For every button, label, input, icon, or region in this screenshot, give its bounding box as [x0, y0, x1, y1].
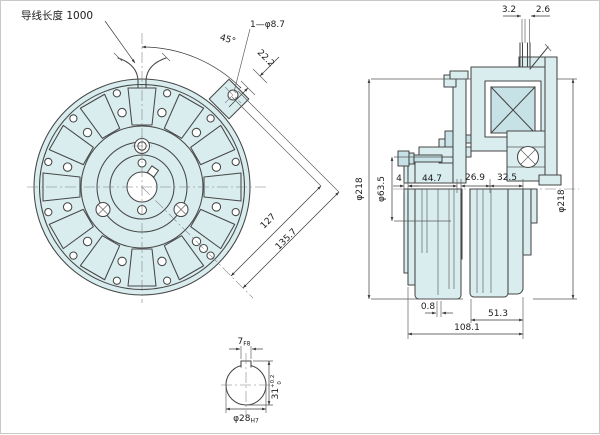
width-dim-26-9: 26.9 [465, 173, 485, 183]
mounting-bracket [518, 56, 562, 186]
bore-dia-dim: φ28H7 [233, 414, 259, 425]
terminal-dim-3-2: 3.2 [502, 5, 516, 15]
lead-wire-label: 导线长度 1000 [21, 9, 93, 22]
hole-callout: 1—φ8.7 [250, 20, 285, 30]
side-lower-half [403, 188, 538, 300]
centerline-diagonal [141, 186, 254, 299]
radial-dim-127: 127 [259, 212, 278, 231]
dia-hub: φ63.5 [377, 176, 387, 202]
width-dim-44-7: 44.7 [422, 174, 442, 184]
hole-offset-dim: 22.2 [255, 48, 276, 69]
side-upper-half [397, 42, 562, 186]
bolt-lower [397, 150, 443, 167]
angle-dim: 45° [219, 33, 237, 47]
width-dim-32-5: 32.5 [497, 173, 517, 183]
gap-dim-0-8: 0.8 [421, 302, 436, 312]
terminal-leads [519, 42, 552, 70]
front-view: 导线长度 1000 45° 1—φ8.7 22.2 127 135.7 [21, 9, 340, 303]
side-view: 3.2 2.6 φ218 φ63.5 φ218 4 44.7 26.9 32.5… [355, 5, 579, 339]
bore-detail: 7F8 31+0.20 φ28H7 [221, 337, 283, 425]
dia-stator-left: φ218 [355, 177, 365, 200]
armature-plate [452, 78, 467, 184]
keyway-width-dim: 7F8 [237, 337, 250, 348]
dia-stator-right: φ218 [557, 189, 567, 212]
radial-dim-135-7: 135.7 [274, 227, 299, 252]
terminal-tab [208, 78, 250, 120]
lead-wires [113, 52, 171, 89]
length-dim-108-1: 108.1 [454, 323, 480, 333]
keyway-notch [146, 165, 159, 178]
width-dim-4: 4 [396, 174, 402, 184]
length-dim-51-3: 51.3 [488, 309, 508, 319]
keyway-height-dim: 31+0.20 [270, 375, 283, 400]
terminal-dim-2-6: 2.6 [536, 5, 551, 15]
